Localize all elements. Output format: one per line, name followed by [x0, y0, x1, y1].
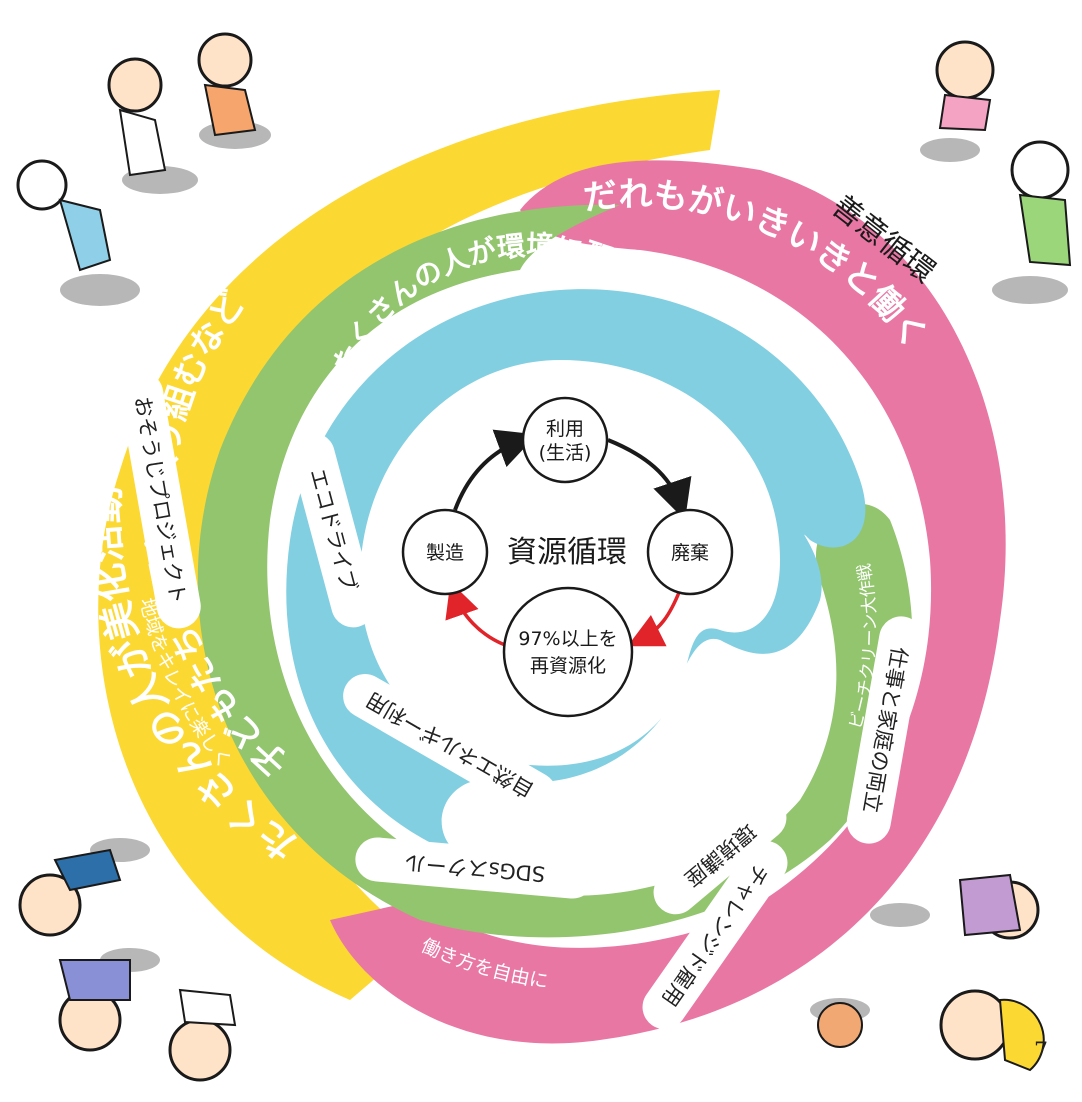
pill-sdgs-school: SDGsスクール: [355, 837, 595, 899]
arrow-use-to-disposal: [607, 438, 692, 521]
svg-text:(生活): (生活): [539, 442, 592, 464]
svg-text:再資源化: 再資源化: [530, 655, 606, 677]
node-recycle: 97%以上を 再資源化: [502, 586, 634, 718]
arrow-disposal-to-recycle: [627, 589, 682, 647]
center-area: [360, 360, 780, 766]
node-manufacture: 製造: [401, 508, 489, 596]
node-disposal: 廃棄: [646, 508, 734, 596]
people-group-bottom-right-icon: [810, 873, 1045, 1072]
svg-text:97%以上を: 97%以上を: [518, 628, 617, 650]
svg-text:利用: 利用: [546, 418, 584, 440]
arrow-manufacture-to-use: [453, 429, 538, 511]
people-group-top-right-icon: [920, 40, 1072, 304]
arrow-recycle-to-manufacture: [445, 581, 506, 647]
page-number: 7: [1034, 1039, 1048, 1064]
pink-ring: [330, 160, 1006, 1044]
svg-text:製造: 製造: [426, 542, 464, 564]
people-group-bottom-left-icon: [18, 838, 237, 1082]
people-group-top-left-icon: [16, 32, 271, 306]
cycle-center-label: 資源循環: [507, 535, 627, 570]
svg-text:廃棄: 廃棄: [671, 542, 709, 564]
node-use: 利用 (生活): [521, 396, 609, 484]
